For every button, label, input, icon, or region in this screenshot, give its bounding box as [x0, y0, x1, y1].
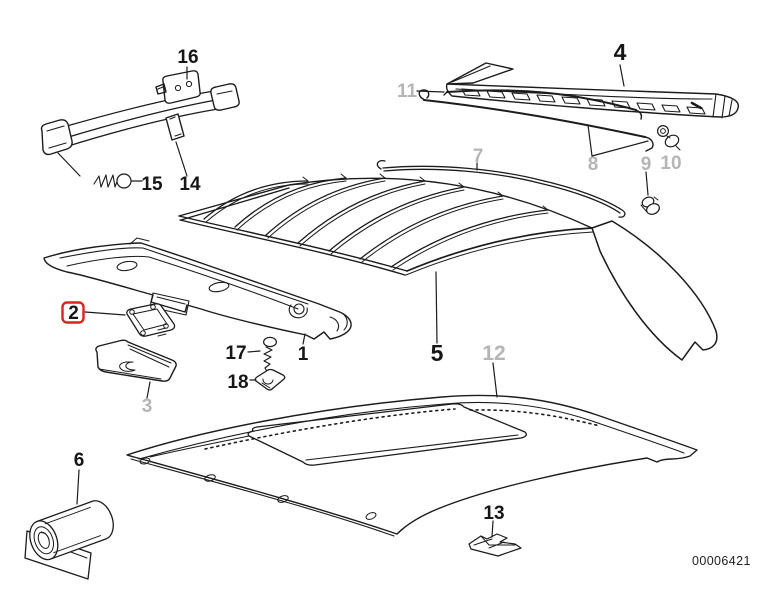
clip-10	[656, 124, 669, 137]
rail-7	[376, 159, 626, 218]
callout-7[interactable]: 7	[473, 146, 484, 167]
callout-2: 2	[68, 303, 79, 324]
callout-14[interactable]: 14	[179, 174, 201, 195]
leader-line-5	[435, 271, 438, 344]
headliner-outline	[126, 394, 698, 535]
callout-16[interactable]: 16	[177, 47, 198, 68]
bracket-hole	[174, 84, 182, 92]
trim-strip-4	[445, 62, 740, 118]
callout-12[interactable]: 12	[482, 342, 505, 365]
clip-13-inner	[473, 535, 516, 549]
clip-10-hole	[660, 128, 666, 134]
highlight-box	[61, 301, 85, 324]
document-number: 00006421	[692, 554, 751, 568]
callout-6[interactable]: 6	[74, 450, 85, 471]
roof-bows-twin-lines	[205, 180, 594, 276]
clip-details	[640, 135, 681, 213]
trim-1-outline	[43, 242, 352, 340]
clip-13-art	[468, 520, 522, 557]
leader-line-3	[146, 381, 151, 399]
handle-bar-lines	[59, 90, 219, 148]
roll-cylinder	[29, 500, 114, 561]
visor-3-outline	[95, 339, 177, 382]
leader-line-13	[491, 520, 494, 538]
trim-1-slot	[208, 281, 230, 293]
grab-handle-art	[40, 66, 240, 189]
leader-line-6	[76, 469, 80, 505]
roll-layer	[33, 526, 55, 555]
bracket-2-bolt	[129, 309, 135, 315]
headliner-edge-lines	[130, 401, 685, 537]
callout-10[interactable]: 10	[660, 153, 681, 174]
screw-17-thread	[263, 346, 273, 374]
leader-line-2	[84, 311, 126, 316]
headliner-clip-hole	[204, 474, 216, 482]
callout-9[interactable]: 9	[641, 154, 652, 175]
trim-1-details	[59, 237, 348, 332]
bracket-2-bolt	[163, 323, 169, 329]
crest-ticks	[302, 173, 549, 211]
headliner-clip-hole	[139, 457, 151, 465]
callout-15[interactable]: 15	[141, 174, 163, 195]
rear-header-bow	[406, 227, 593, 272]
insulation-roll-art	[24, 469, 114, 580]
clip-10-body	[664, 134, 680, 148]
sunroof-opening	[247, 403, 527, 466]
roll-end	[29, 520, 59, 561]
front-header-trim-art	[43, 237, 352, 345]
headliner-clip-hole	[365, 512, 377, 520]
callout-11[interactable]: 11	[397, 81, 418, 102]
visor-3-art	[95, 339, 177, 399]
bracket-hole	[185, 80, 193, 88]
clip-18-art	[249, 368, 286, 391]
roof-frame-edges	[178, 177, 593, 276]
callout-17[interactable]: 17	[225, 343, 246, 364]
rod-hooks	[418, 89, 654, 152]
roll-surface-lines	[40, 506, 102, 554]
headliner-stipple	[204, 408, 601, 450]
leader-line-17	[247, 350, 261, 353]
leader-line-12	[492, 362, 498, 398]
visor-3-details	[98, 344, 172, 380]
bracket-2-art	[84, 303, 176, 337]
trim-1-grommet	[293, 303, 305, 315]
callout-13[interactable]: 13	[483, 503, 504, 524]
clip-18-inner	[261, 378, 274, 389]
screw-17-art	[247, 336, 278, 374]
callout-8[interactable]: 8	[588, 154, 599, 175]
roof-frame-art	[178, 173, 718, 361]
callout-2-highlighted[interactable]: 2	[61, 301, 85, 325]
screw-head	[116, 173, 132, 189]
handle-detail-lines	[46, 86, 233, 188]
callouts: 1 2 3 4 5 6 7 8 9 10 11 12 13 14 15 16 1…	[61, 39, 682, 524]
leader-lines-4-7-8-9-11	[416, 64, 649, 196]
headliner-clip-hole	[277, 495, 289, 503]
callout-1[interactable]: 1	[298, 344, 309, 365]
bracket-2-bolt	[140, 330, 146, 336]
callout-18[interactable]: 18	[227, 372, 248, 393]
callout-4[interactable]: 4	[614, 39, 627, 65]
headliner-art	[126, 362, 698, 537]
clip-18-body	[254, 368, 286, 391]
bracket-2-plate	[126, 303, 176, 337]
rear-strip-art	[376, 62, 740, 218]
callout-3[interactable]: 3	[142, 396, 153, 417]
bracket-2-bolt	[150, 304, 156, 310]
handle-caps-and-bracket	[40, 70, 240, 156]
leader-lines-14-15-16	[57, 66, 188, 182]
roof-frame-pillar	[591, 220, 718, 361]
callout-5[interactable]: 5	[431, 340, 444, 366]
leader-line-1	[302, 333, 306, 345]
strip-dark-mark	[690, 101, 703, 110]
trim-1-slot	[116, 260, 138, 272]
roof-bows	[203, 177, 549, 268]
screw-17-head	[263, 336, 278, 348]
rod-11-and-rod-8	[423, 89, 646, 138]
